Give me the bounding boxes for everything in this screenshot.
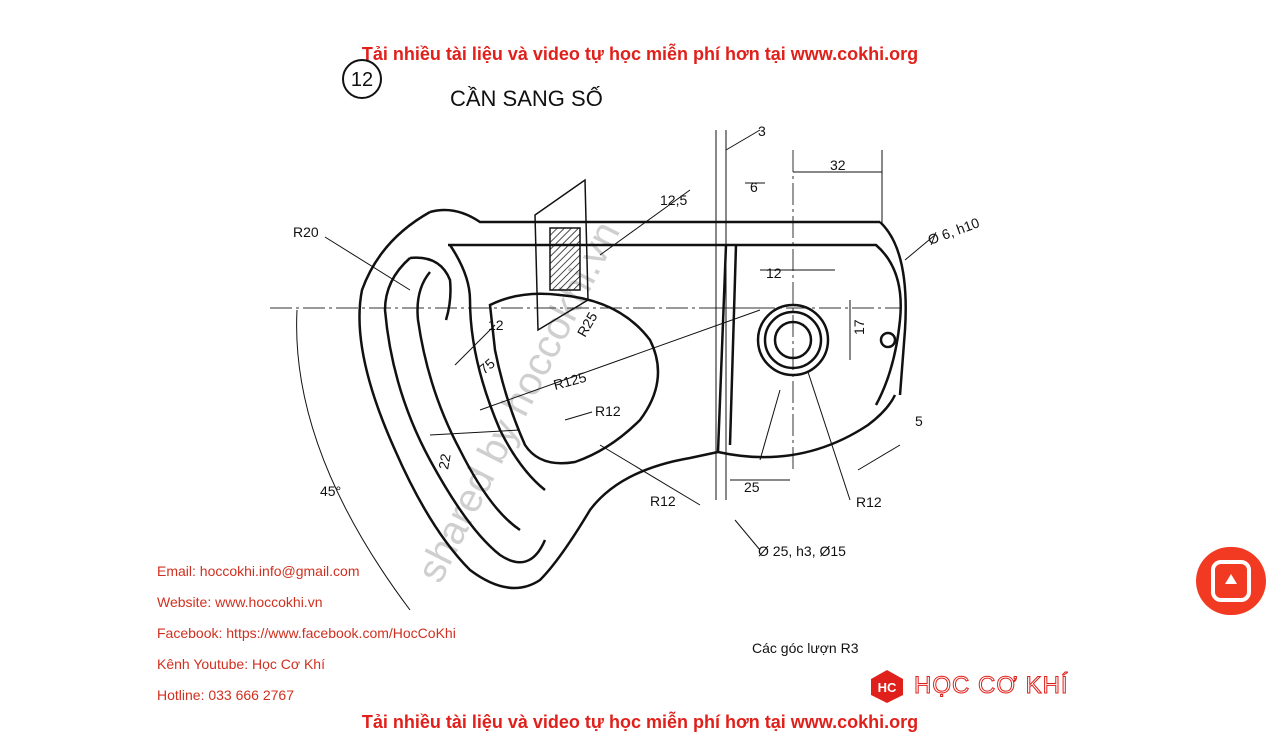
contact-youtube[interactable]: Kênh Youtube: Học Cơ Khí: [157, 656, 325, 672]
dim-leader-phi25: [759, 389, 781, 461]
dim-leader-phi6: [904, 234, 936, 261]
drawing-note: Các góc lượn R3: [752, 640, 859, 656]
hub-middle-circle: [763, 310, 823, 370]
dim-phi25: Ø 25, h3, Ø15: [758, 543, 846, 559]
hub-outline: [726, 243, 902, 406]
dim-75: 75: [476, 355, 498, 377]
dim-leader-3: [725, 129, 761, 151]
dim-12-5: 12,5: [660, 192, 687, 208]
dim-r12-right: R12: [856, 494, 882, 510]
hub-outer-circle: [756, 303, 830, 377]
play-button-icon: [1211, 560, 1251, 602]
contact-info: Email: hoccokhi.info@gmail.com Website: …: [157, 556, 456, 711]
hub-bottom: [717, 394, 897, 459]
hub-hole: [773, 320, 813, 360]
slot-outer: [383, 257, 547, 564]
lever-top-edge: [429, 208, 880, 224]
dim-line-12-5: [599, 189, 691, 256]
contact-facebook[interactable]: Facebook: https://www.facebook.com/HocCo…: [157, 625, 456, 641]
dim-32: 32: [830, 157, 846, 173]
dim-5: 5: [915, 413, 923, 429]
drawing-number-circle: [342, 59, 382, 99]
watermark: shared by hoccokhi.vn: [409, 214, 629, 589]
dim-leader-r12-bottom: [599, 444, 701, 506]
play-triangle-icon: [1225, 574, 1237, 584]
contact-email[interactable]: Email: hoccokhi.info@gmail.com: [157, 563, 360, 579]
dim-phi6: Ø 6, h10: [926, 214, 982, 247]
dim-leader-phi25-2: [734, 519, 761, 551]
dim-3: 3: [758, 123, 766, 139]
slot-inner: [416, 271, 521, 532]
brand-logo: HC HỌC CƠ KHÍ: [868, 668, 1069, 704]
dim-line-5: [857, 444, 901, 471]
dim-6: 6: [750, 179, 758, 195]
drawing-title: CẦN SANG SỐ: [450, 85, 603, 111]
hub-left-edge: [716, 244, 728, 453]
dim-25: 25: [744, 479, 760, 495]
play-button[interactable]: [1196, 547, 1266, 615]
dim-arc-45: [296, 309, 411, 611]
dim-line-r125: [479, 309, 761, 411]
dim-17: 17: [851, 319, 867, 335]
dim-angle-45: 45°: [320, 483, 341, 499]
dim-12-top: 12: [766, 265, 782, 281]
dim-leader-75: [454, 324, 496, 366]
dim-leader-r12-right: [807, 371, 851, 501]
contact-website[interactable]: Website: www.hoccokhi.vn: [157, 594, 323, 610]
hub-left-edge-2: [728, 244, 738, 446]
inner-lobe: [488, 292, 660, 465]
top-banner: Tải nhiều tài liệu và video tự học miễn …: [361, 44, 919, 64]
dim-line-22: [429, 429, 521, 436]
brand-name: HỌC CƠ KHÍ: [914, 672, 1069, 700]
dim-r12-bottom: R12: [650, 493, 676, 509]
hc-logo-icon: HC: [871, 670, 903, 703]
arm-inner-outline: [448, 244, 546, 491]
pin-hole: [879, 331, 897, 349]
section-plane: [534, 178, 589, 332]
brand-logo-text: HC: [878, 680, 897, 695]
drawing-number: 12: [351, 69, 373, 91]
dim-r12-inner: R12: [595, 403, 621, 419]
arm-outer-outline: [358, 210, 719, 590]
dim-22: 22: [435, 452, 453, 470]
hub-outer-edge: [879, 221, 907, 396]
dim-leader-r12-inner: [564, 411, 593, 421]
dim-leader-r20: [324, 236, 411, 291]
section-hatch: [549, 227, 581, 291]
contact-hotline[interactable]: Hotline: 033 666 2767: [157, 687, 294, 703]
dim-r20: R20: [293, 224, 319, 240]
bottom-banner: Tải nhiều tài liệu và video tự học miễn …: [361, 712, 919, 732]
slot-top-end: [409, 256, 452, 321]
dim-12-left: 12: [488, 317, 504, 333]
